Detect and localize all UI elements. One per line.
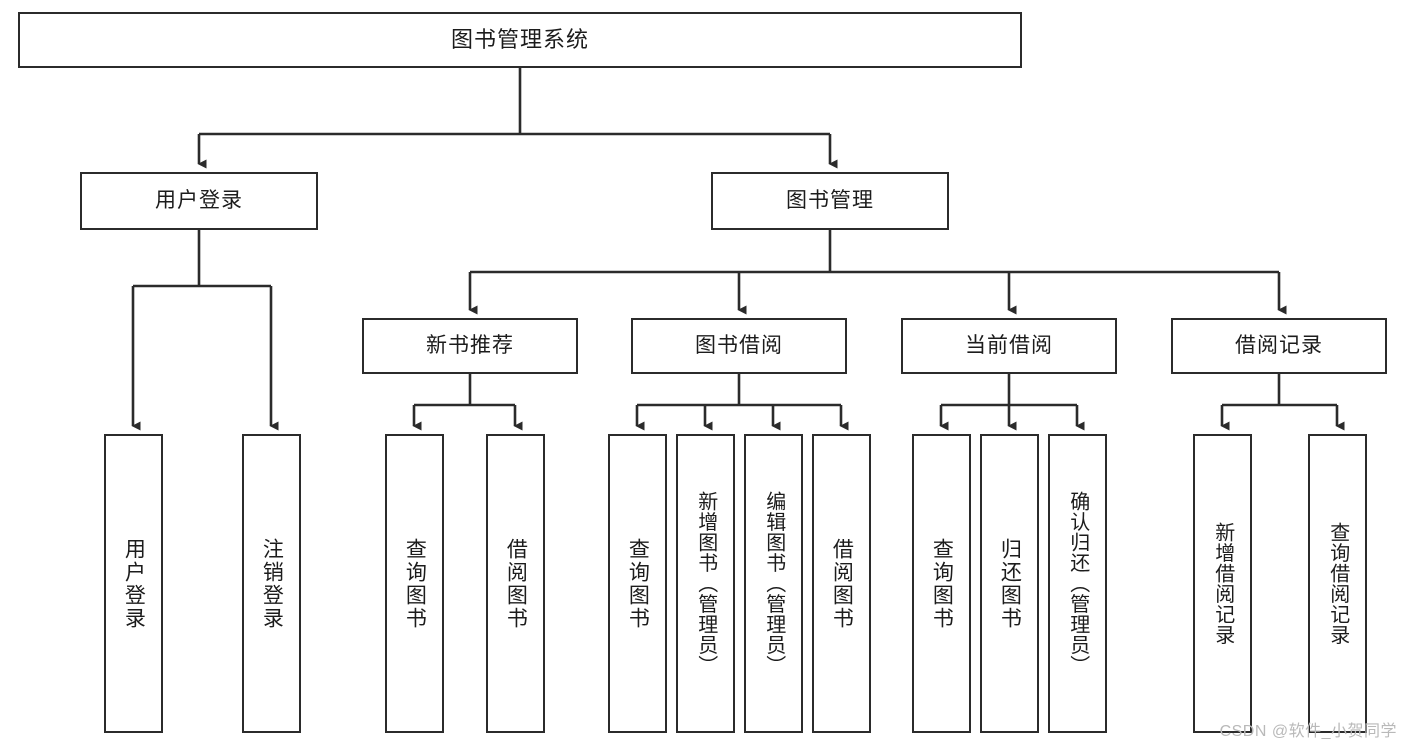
leaf-label: 归还图书 — [998, 537, 1022, 630]
leaf-label: 借阅图书 — [830, 537, 854, 630]
leaf-borrow-book-recommend[interactable]: 借阅图书 — [486, 434, 545, 733]
leaf-label: 查询图书 — [626, 537, 650, 630]
leaf-label: 新增借阅记录 — [1211, 522, 1234, 645]
node-user-login[interactable]: 用户登录 — [80, 172, 318, 230]
node-book-management-system[interactable]: 图书管理系统 — [18, 12, 1022, 68]
node-label: 图书借阅 — [695, 333, 783, 357]
leaf-label: 借阅图书 — [504, 537, 528, 630]
leaf-query-borrow-record[interactable]: 查询借阅记录 — [1308, 434, 1367, 733]
leaf-logout-login[interactable]: 注销登录 — [242, 434, 301, 733]
leaf-label: 查询图书 — [930, 537, 954, 630]
leaf-add-borrow-record[interactable]: 新增借阅记录 — [1193, 434, 1252, 733]
leaf-label: 确认归还（管理员） — [1066, 491, 1089, 676]
leaf-query-book-recommend[interactable]: 查询图书 — [385, 434, 444, 733]
leaf-edit-book-admin[interactable]: 编辑图书（管理员） — [744, 434, 803, 733]
node-label: 当前借阅 — [965, 333, 1053, 357]
leaf-borrow-book[interactable]: 借阅图书 — [812, 434, 871, 733]
leaf-label: 新增图书（管理员） — [694, 491, 717, 676]
leaf-confirm-return-admin[interactable]: 确认归还（管理员） — [1048, 434, 1107, 733]
leaf-return-book[interactable]: 归还图书 — [980, 434, 1039, 733]
node-book-management[interactable]: 图书管理 — [711, 172, 949, 230]
leaf-label: 用户登录 — [122, 537, 146, 630]
node-current-borrow[interactable]: 当前借阅 — [901, 318, 1117, 374]
node-borrow-record[interactable]: 借阅记录 — [1171, 318, 1387, 374]
leaf-label: 编辑图书（管理员） — [762, 491, 785, 676]
leaf-add-book-admin[interactable]: 新增图书（管理员） — [676, 434, 735, 733]
leaf-label: 查询借阅记录 — [1326, 522, 1349, 645]
leaf-query-book-borrow[interactable]: 查询图书 — [608, 434, 667, 733]
leaf-label: 查询图书 — [403, 537, 427, 630]
node-label: 借阅记录 — [1235, 333, 1323, 357]
leaf-user-login[interactable]: 用户登录 — [104, 434, 163, 733]
leaf-label: 注销登录 — [260, 537, 284, 630]
node-label: 新书推荐 — [426, 333, 514, 357]
node-new-book-recommend[interactable]: 新书推荐 — [362, 318, 578, 374]
watermark: CSDN @软件_小贺同学 — [1219, 723, 1397, 740]
node-book-borrow[interactable]: 图书借阅 — [631, 318, 847, 374]
leaf-query-book-current[interactable]: 查询图书 — [912, 434, 971, 733]
node-label: 图书管理 — [786, 188, 874, 212]
node-label: 图书管理系统 — [450, 27, 589, 53]
node-label: 用户登录 — [155, 188, 243, 212]
